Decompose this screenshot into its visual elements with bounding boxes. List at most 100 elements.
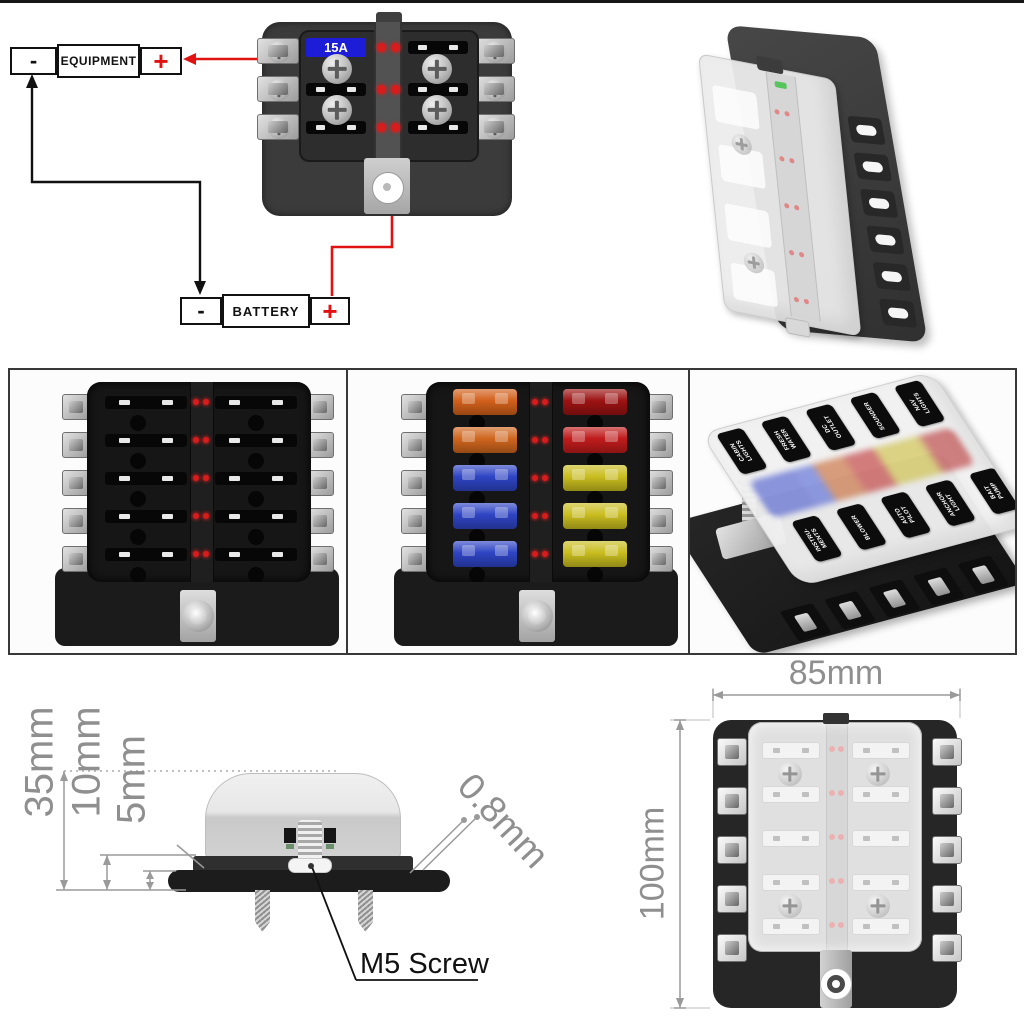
blade-fuse xyxy=(453,389,517,415)
stud-center xyxy=(383,183,391,191)
battery-plus: + xyxy=(322,295,338,326)
spade-terminal xyxy=(717,836,747,864)
terminal-block xyxy=(868,579,921,618)
arrow-to-equipment-positive xyxy=(183,53,196,65)
wiring-diagram-panel: - EQUIPMENT + - BATTERY + 15A xyxy=(0,10,560,365)
negative-wire xyxy=(30,84,202,283)
spade-terminal xyxy=(62,394,90,420)
terminal-slot xyxy=(866,225,905,255)
dim-terminal-thickness: 0.8mm xyxy=(449,765,557,876)
equipment-negative-box: - xyxy=(10,47,57,75)
stud-washer xyxy=(326,844,334,849)
led-indicator xyxy=(391,43,400,52)
spade-terminal xyxy=(717,787,747,815)
led-indicator xyxy=(391,123,400,132)
battery-label: BATTERY xyxy=(232,303,300,319)
side-terminal xyxy=(257,76,299,102)
battery-negative-box: - xyxy=(180,297,222,325)
blade-fuse xyxy=(563,541,627,567)
product-photo-empty xyxy=(8,368,348,655)
circuit-label: DC OUTLET xyxy=(804,403,857,452)
terminal-slot xyxy=(859,188,899,219)
fuse-window xyxy=(724,203,773,249)
side-terminal xyxy=(473,38,515,64)
spade-terminal xyxy=(932,836,962,864)
circuit-label: CABIN LIGHTS xyxy=(715,427,769,475)
m5-stud-thread xyxy=(298,820,322,864)
dim-overall-width: 85mm xyxy=(788,654,884,692)
blade-fuse xyxy=(453,503,517,529)
spade-terminal xyxy=(62,432,90,458)
side-terminal xyxy=(257,114,299,140)
dim-base-height: 5mm xyxy=(109,735,154,824)
power-stud-cap xyxy=(528,607,546,625)
stud-nut xyxy=(284,828,296,843)
blade-fuse xyxy=(563,389,627,415)
product-photo-fuses xyxy=(348,368,690,655)
stud-washer xyxy=(286,844,294,849)
fusebox-body xyxy=(426,382,650,582)
fuse-window xyxy=(712,84,760,131)
battery-positive-box: + xyxy=(310,295,350,326)
isometric-view xyxy=(690,15,990,360)
side-terminal xyxy=(257,38,299,64)
spade-terminal xyxy=(401,508,429,534)
spade-terminal xyxy=(932,787,962,815)
spade-terminal xyxy=(932,738,962,766)
circuit-label: NAV LIGHTS xyxy=(893,379,946,428)
spade-terminal xyxy=(401,470,429,496)
dim-overall-length: 100mm xyxy=(633,806,672,921)
battery-minus: - xyxy=(197,298,205,323)
circuit-label: INSTRU-MENTS xyxy=(790,514,844,563)
top-rule xyxy=(0,0,1024,3)
terminal-slot xyxy=(872,261,912,292)
side-terminal xyxy=(473,76,515,102)
cover-screw xyxy=(422,95,452,125)
circuit-label: SOUNDER xyxy=(848,391,902,440)
equipment-label: EQUIPMENT xyxy=(60,54,137,68)
terminal-block xyxy=(779,602,832,642)
center-strip xyxy=(190,382,214,582)
fuse-rating-text: 15A xyxy=(324,40,348,55)
circuit-label: AUTO PILOT xyxy=(879,491,932,539)
cover-screw xyxy=(322,95,352,125)
blade-fuse xyxy=(563,503,627,529)
stud-hole-ring xyxy=(827,975,845,993)
circuit-label: ANCHOR LIGHT xyxy=(923,479,977,527)
led-indicator xyxy=(377,85,386,94)
led-indicator xyxy=(391,85,400,94)
cover-screw xyxy=(778,894,802,918)
battery-box: BATTERY xyxy=(222,294,310,328)
fusebox-body xyxy=(87,382,311,582)
side-terminal xyxy=(473,114,515,140)
mounting-screw xyxy=(255,890,270,932)
spade-terminal xyxy=(717,934,747,962)
spade-terminal xyxy=(717,885,747,913)
fuse-rating-display: 15A xyxy=(306,38,366,57)
circuit-label: BLOWER xyxy=(835,503,888,551)
spade-terminal xyxy=(401,394,429,420)
center-strip xyxy=(826,722,848,952)
circuit-label: BAIT PUMP xyxy=(968,467,1015,515)
led-indicator xyxy=(377,123,386,132)
dim-cover-height: 10mm xyxy=(64,706,109,818)
spade-terminal xyxy=(932,934,962,962)
spade-terminal xyxy=(717,738,747,766)
side-dimension-diagram: 35mm 10mm 5mm 0.8mm M5 Screw xyxy=(0,660,580,1024)
fuse-slot xyxy=(306,121,366,134)
wiring-lines xyxy=(26,53,399,296)
cover-screw xyxy=(778,762,802,786)
dim-total-height: 35mm xyxy=(17,706,62,818)
spade-terminal xyxy=(62,508,90,534)
fuse-slot xyxy=(306,83,366,96)
mounting-screw xyxy=(358,890,373,932)
spade-terminal xyxy=(401,546,429,572)
center-strip xyxy=(529,382,553,582)
cover-screw xyxy=(422,54,452,84)
product-photo-labeled-cover: CABIN LIGHTS FRESH WATER DC OUTLET SOUND… xyxy=(690,368,1017,655)
fuse-slot xyxy=(408,41,468,54)
blade-fuse xyxy=(563,427,627,453)
blade-fuse xyxy=(563,465,627,491)
fusebox-body-under-cover xyxy=(748,722,922,952)
